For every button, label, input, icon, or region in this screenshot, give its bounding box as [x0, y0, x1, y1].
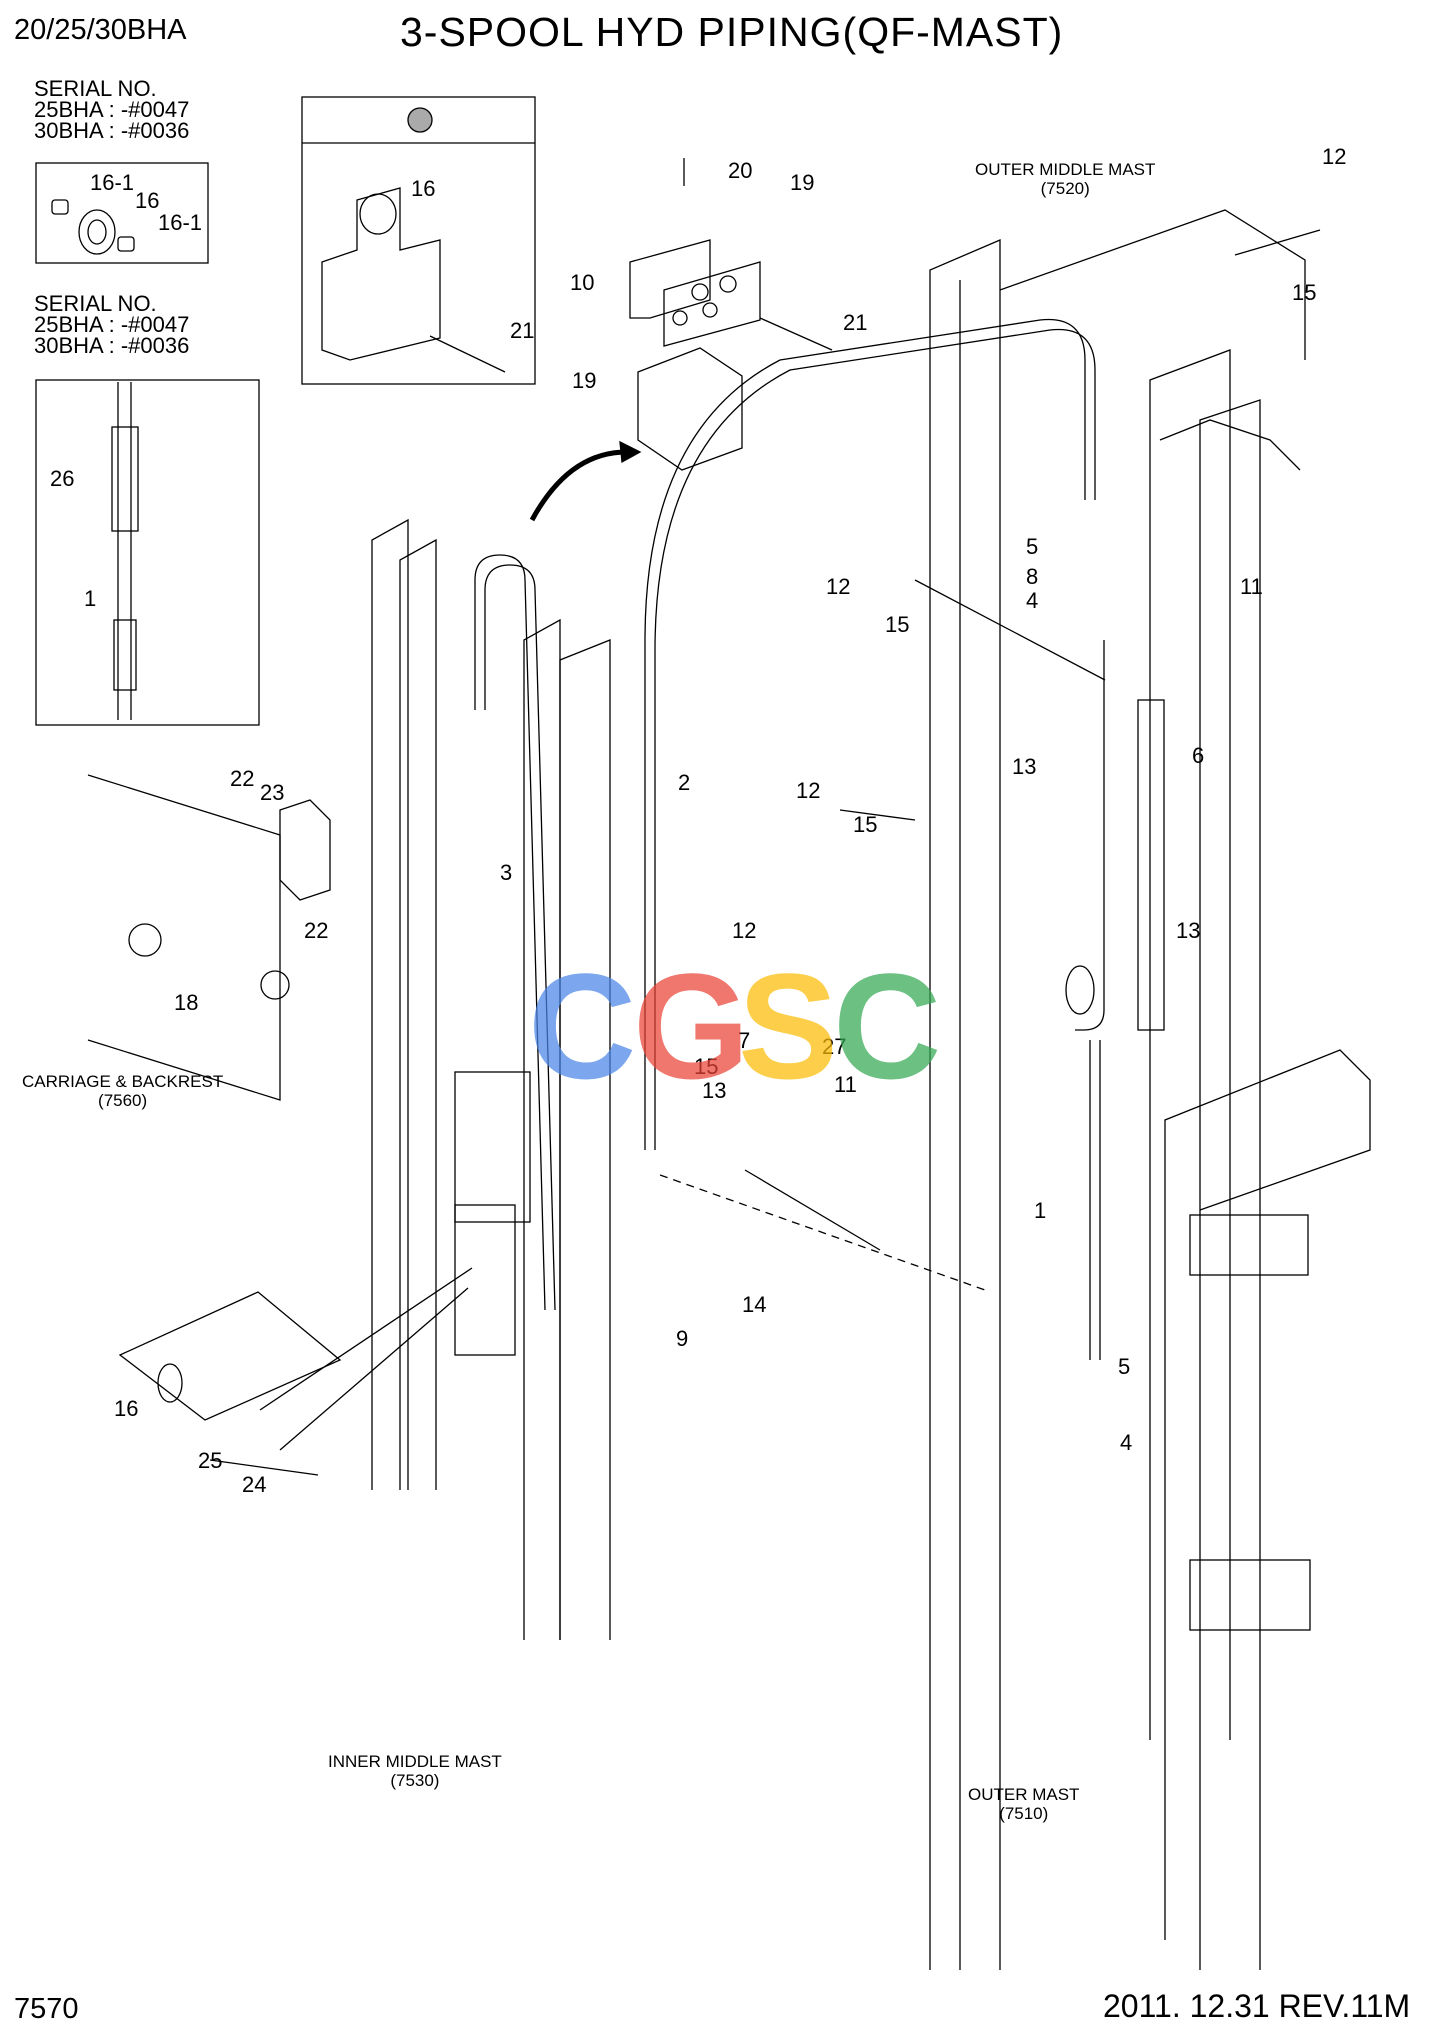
callout-label: 13: [1176, 918, 1200, 943]
callout-label: 12: [796, 778, 820, 803]
callout-label: 18: [174, 990, 198, 1015]
callout-label: 10: [570, 270, 594, 295]
callout-label: 11: [834, 1072, 857, 1097]
callout-label: 16: [114, 1396, 138, 1421]
callout-label: 13: [702, 1078, 726, 1103]
page-title: 3-SPOOL HYD PIPING(QF-MAST): [400, 9, 1064, 55]
callout-label: 22: [230, 766, 254, 791]
serial-note-middle: SERIAL NO. 25BHA : -#0047 30BHA : -#0036: [34, 291, 190, 358]
callout-label: 16: [135, 188, 159, 213]
page-code: 7570: [14, 1993, 79, 2025]
callout-label: 11: [1240, 574, 1263, 599]
revision-date: 2011. 12.31 REV.11M: [1103, 1988, 1411, 2024]
callout-label: 5: [1026, 534, 1038, 559]
callout-label: 27: [822, 1034, 846, 1059]
label-inner-middle-mast: INNER MIDDLE MAST(7530): [328, 1752, 502, 1790]
model-code: 20/25/30BHA: [14, 14, 187, 46]
callout-label: 6: [1192, 743, 1204, 768]
label-outer-middle-mast: OUTER MIDDLE MAST(7520): [975, 160, 1156, 198]
watermark-logo: C G S C: [528, 960, 941, 1100]
watermark-letter: C: [833, 960, 941, 1100]
callout-label: 5: [1118, 1354, 1130, 1379]
part-callouts: 16-1 16 16-1 26 1 16 21 20 19 10 21 19 1…: [50, 144, 1346, 1497]
callout-label: 22: [304, 918, 328, 943]
callout-label: 1: [84, 586, 96, 611]
callout-label: 4: [1026, 588, 1038, 613]
watermark-letter: G: [633, 960, 750, 1100]
callout-label: 25: [198, 1448, 222, 1473]
callout-label: 26: [50, 466, 74, 491]
callout-label: 9: [676, 1326, 688, 1351]
callout-label: 8: [1026, 564, 1038, 589]
label-carriage-backrest: CARRIAGE & BACKREST(7560): [22, 1072, 224, 1110]
callout-label: 16: [411, 176, 435, 201]
callout-label: 15: [853, 812, 877, 837]
callout-label: 16-1: [90, 170, 134, 195]
callout-label: 4: [1120, 1430, 1132, 1455]
serial-note-top: SERIAL NO. 25BHA : -#0047 30BHA : -#0036: [34, 76, 190, 143]
watermark-letter: C: [528, 960, 636, 1100]
callout-label: 16-1: [158, 210, 202, 235]
callout-label: 12: [732, 918, 756, 943]
callout-label: 13: [1012, 754, 1036, 779]
callout-label: 19: [572, 368, 596, 393]
callout-label: 3: [500, 860, 512, 885]
callout-label: 24: [242, 1472, 266, 1497]
callout-label: 15: [885, 612, 909, 637]
callout-label: 21: [510, 318, 534, 343]
callout-label: 15: [1292, 280, 1316, 305]
label-outer-mast: OUTER MAST(7510): [968, 1785, 1080, 1823]
callout-label: 7: [738, 1028, 750, 1053]
callout-label: 2: [678, 770, 690, 795]
callout-label: 15: [694, 1054, 718, 1079]
callout-label: 1: [1034, 1198, 1046, 1223]
callout-label: 19: [790, 170, 814, 195]
callout-label: 21: [843, 310, 867, 335]
watermark-letter: S: [738, 960, 838, 1100]
callout-label: 12: [1322, 144, 1346, 169]
callout-label: 23: [260, 780, 284, 805]
callout-label: 20: [728, 158, 752, 183]
callout-label: 14: [742, 1292, 766, 1317]
callout-label: 12: [826, 574, 850, 599]
inset-box-bracket: [301, 96, 536, 385]
inset-box-hose: [35, 379, 260, 726]
inset-box-roller: [35, 162, 209, 264]
